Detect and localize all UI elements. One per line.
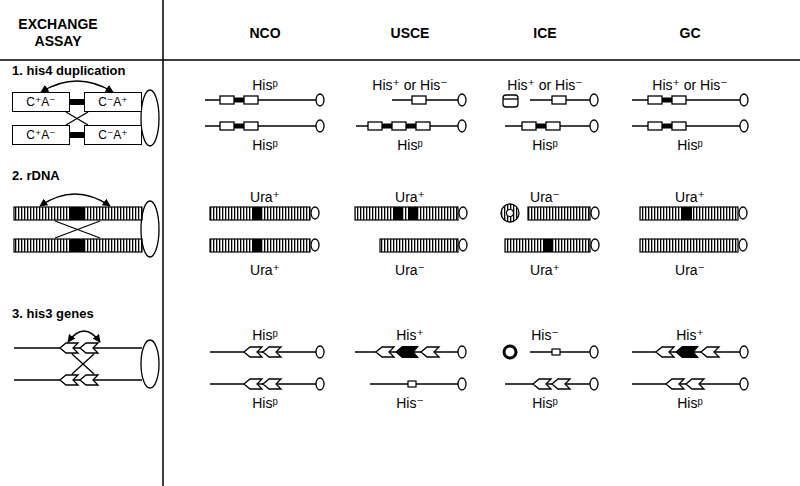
- phenotype-label: Hisᵖ: [252, 327, 278, 343]
- column-header: ICE: [533, 25, 556, 41]
- assay-label: 3. his3 genes: [12, 306, 94, 322]
- phenotype-label: Hisᵖ: [252, 137, 278, 153]
- phenotype-label: Ura⁺: [250, 262, 280, 278]
- phenotype-label: Hisᵖ: [677, 137, 703, 153]
- phenotype-label: Hisᵖ: [252, 77, 278, 93]
- phenotype-label: Hisᵖ: [252, 395, 278, 411]
- box-text: C⁺A⁻: [26, 128, 55, 142]
- exchange-connector: [66, 112, 88, 125]
- repeat-box: C⁻A⁺: [84, 125, 142, 145]
- column-header: NCO: [249, 25, 280, 41]
- repeat-box: C⁺A⁻: [12, 92, 70, 112]
- column-header: GC: [680, 25, 701, 41]
- phenotype-label: His⁺ or His⁻: [372, 77, 447, 93]
- assay-label: 1. his4 duplication: [12, 63, 125, 79]
- phenotype-label: Ura⁺: [675, 189, 705, 205]
- phenotype-label: Hisᵖ: [532, 395, 558, 411]
- phenotype-label: Ura⁺: [395, 189, 425, 205]
- phenotype-label: Ura⁺: [530, 262, 560, 278]
- phenotype-label: His⁺: [396, 327, 424, 343]
- assay-label: 2. rDNA: [12, 168, 60, 184]
- phenotype-label: Hisᵖ: [532, 137, 558, 153]
- box-text: C⁻A⁺: [98, 128, 127, 142]
- repeat-box: C⁻A⁺: [84, 92, 142, 112]
- phenotype-label: His⁻: [531, 327, 559, 343]
- phenotype-label: Hisᵖ: [397, 137, 423, 153]
- column-header: USCE: [391, 25, 430, 41]
- table-header: EXCHANGE ASSAY: [8, 16, 108, 50]
- phenotype-label: Hisᵖ: [677, 395, 703, 411]
- exchange-connector: [41, 81, 113, 92]
- box-text: C⁺A⁻: [26, 95, 55, 109]
- repeat-box: C⁺A⁻: [12, 125, 70, 145]
- phenotype-label: His⁻: [396, 395, 424, 411]
- phenotype-label: Ura⁺: [250, 189, 280, 205]
- phenotype-label: His⁺: [676, 327, 704, 343]
- exchange-connector: [66, 112, 88, 125]
- phenotype-label: Ura⁻: [395, 262, 425, 278]
- phenotype-label: Ura⁻: [675, 262, 705, 278]
- phenotype-label: Ura⁻: [530, 189, 560, 205]
- phenotype-label: His⁺ or His⁻: [507, 77, 582, 93]
- phenotype-label: His⁺ or His⁻: [652, 77, 727, 93]
- box-text: C⁻A⁺: [98, 95, 127, 109]
